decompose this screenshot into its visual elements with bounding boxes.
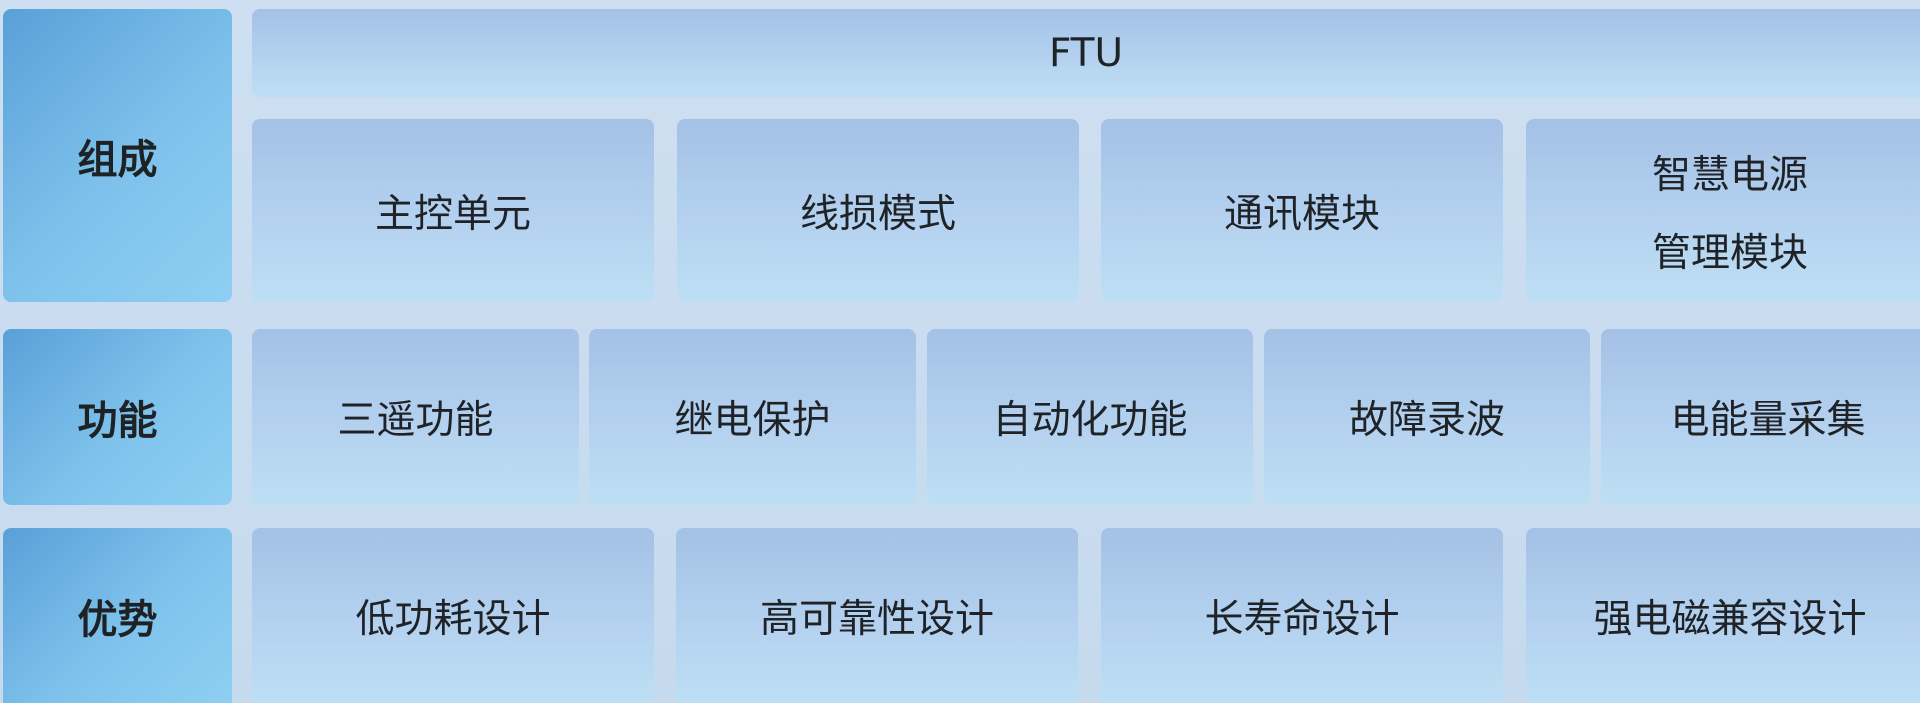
function-item-text: 三遥功能: [337, 398, 494, 443]
function-item: 自动化功能: [927, 329, 1253, 505]
row-label-advantage-text: 优势: [77, 596, 158, 643]
advantage-item: 低功耗设计: [252, 528, 654, 703]
composition-item-text-group: 智慧电源 管理模块: [1526, 144, 1920, 278]
function-item: 三遥功能: [252, 329, 579, 505]
function-item-text: 继电保护: [674, 398, 831, 443]
composition-item-text: 线损模式: [799, 191, 956, 237]
composition-item: 通讯模块: [1101, 119, 1503, 302]
function-item: 故障录波: [1264, 329, 1590, 505]
function-item-text: 电能量采集: [1670, 398, 1866, 443]
ftu-header: FTU: [252, 9, 1920, 97]
advantage-item-text: 高可靠性设计: [759, 596, 994, 642]
composition-item: 智慧电源 管理模块: [1526, 119, 1920, 302]
advantage-item-text: 强电磁兼容设计: [1593, 596, 1867, 642]
function-item-text: 故障录波: [1348, 398, 1505, 443]
row-label-composition-text: 组成: [77, 136, 158, 183]
row-label-composition: 组成: [3, 9, 232, 302]
advantage-item-text-wrap: 强电磁兼容设计: [1526, 588, 1920, 644]
function-item-text: 自动化功能: [992, 398, 1188, 443]
composition-item-text: 管理模块: [1651, 230, 1808, 276]
composition-item-text: 通讯模块: [1223, 191, 1380, 237]
advantage-item: 强电磁兼容设计: [1526, 528, 1920, 703]
function-item-text-wrap: 电能量采集: [1601, 389, 1920, 445]
advantage-item: 高可靠性设计: [676, 528, 1078, 703]
advantage-item-text: 低功耗设计: [355, 596, 551, 642]
row-label-function: 功能: [3, 329, 232, 505]
composition-item-text: 智慧电源: [1651, 152, 1808, 198]
composition-item-text: 主控单元: [374, 191, 531, 237]
advantage-item-text: 长寿命设计: [1204, 596, 1400, 642]
function-item: 继电保护: [589, 329, 916, 505]
function-item: 电能量采集: [1601, 329, 1920, 505]
ftu-header-text: FTU: [1048, 30, 1124, 76]
row-label-function-text: 功能: [77, 398, 158, 444]
composition-item: 线损模式: [677, 119, 1079, 302]
composition-item: 主控单元: [252, 119, 654, 302]
row-label-advantage: 优势: [3, 528, 232, 703]
advantage-item: 长寿命设计: [1101, 528, 1503, 703]
